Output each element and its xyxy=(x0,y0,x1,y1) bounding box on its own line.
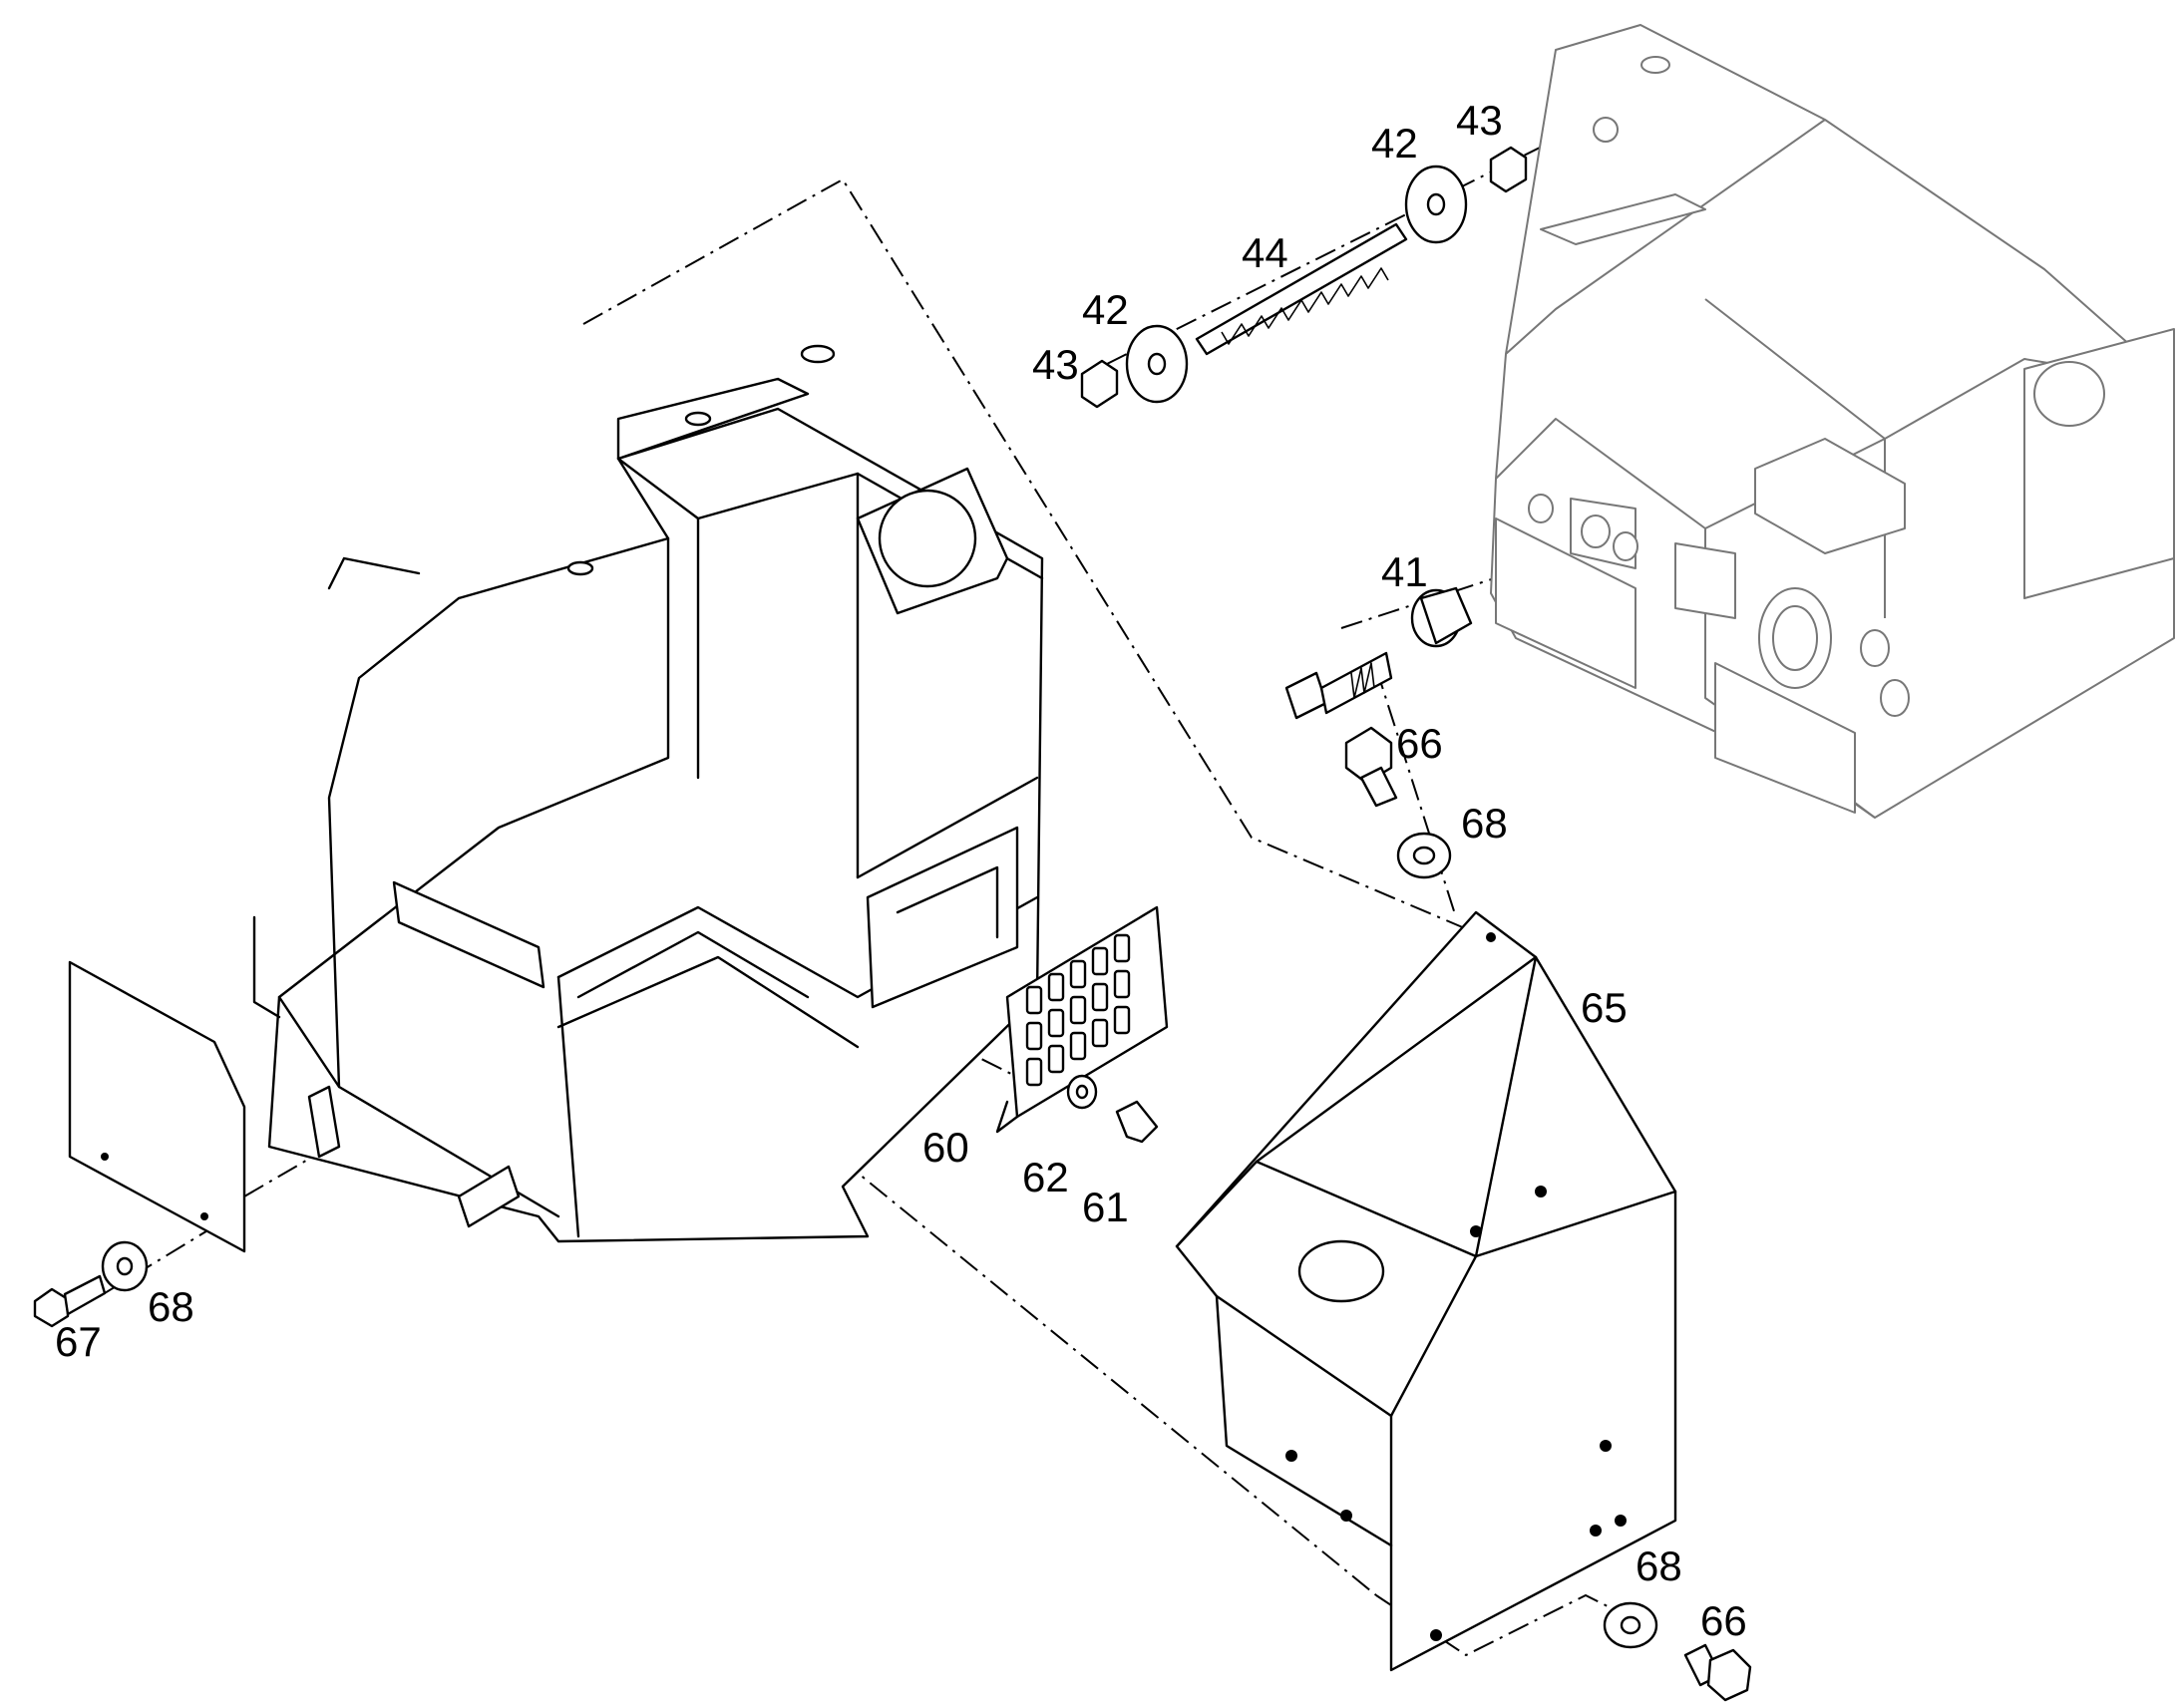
nut-43-left xyxy=(1080,359,1119,409)
callout-61: 61 xyxy=(1082,1184,1129,1230)
side-cover-plate xyxy=(68,960,246,1253)
frame-housing xyxy=(1490,24,2175,819)
callout-65: 65 xyxy=(1581,984,1628,1031)
bolt-head-41 xyxy=(1284,671,1328,720)
washer-68-bolt-66-lower xyxy=(1603,1601,1752,1702)
callout-42-right: 42 xyxy=(1371,120,1418,167)
bolt-67-washer-68 xyxy=(33,1240,149,1328)
callout-68-lower-right: 68 xyxy=(1635,1542,1682,1589)
washer-62-bolt-61 xyxy=(1066,1074,1159,1144)
callout-67: 67 xyxy=(55,1318,102,1365)
bolt-head-67 xyxy=(33,1287,70,1328)
callout-41: 41 xyxy=(1381,548,1428,595)
hood-cover-hole xyxy=(1297,1239,1385,1303)
nut-43-right xyxy=(1489,146,1528,193)
callout-43-left: 43 xyxy=(1032,341,1079,388)
threaded-rod-44 xyxy=(1195,222,1408,356)
callout-68-upper: 68 xyxy=(1461,800,1508,847)
callout-labels: 44 42 43 42 43 41 66 68 65 60 62 61 67 6… xyxy=(55,97,1747,1644)
callout-66-lower: 66 xyxy=(1700,1597,1747,1644)
callout-43-right: 43 xyxy=(1456,97,1503,144)
bolt-41-assembly xyxy=(1284,586,1473,720)
hood-cover-65 xyxy=(1175,910,1677,1672)
callout-44: 44 xyxy=(1242,229,1288,276)
hood-housing xyxy=(252,344,1044,1243)
bolt-66-washer-68-upper xyxy=(1344,726,1452,879)
grille-60 xyxy=(995,905,1169,1134)
callout-42-left: 42 xyxy=(1082,286,1129,333)
threaded-rod-assembly xyxy=(1080,146,1528,409)
callout-68-lower-left: 68 xyxy=(148,1283,194,1330)
callout-66-upper: 66 xyxy=(1396,720,1443,767)
bolt-61 xyxy=(1115,1100,1159,1144)
grille-slots xyxy=(1025,933,1131,1087)
bolt-head-66-lower xyxy=(1706,1648,1752,1702)
callout-60: 60 xyxy=(922,1124,969,1171)
callout-62: 62 xyxy=(1022,1154,1069,1200)
